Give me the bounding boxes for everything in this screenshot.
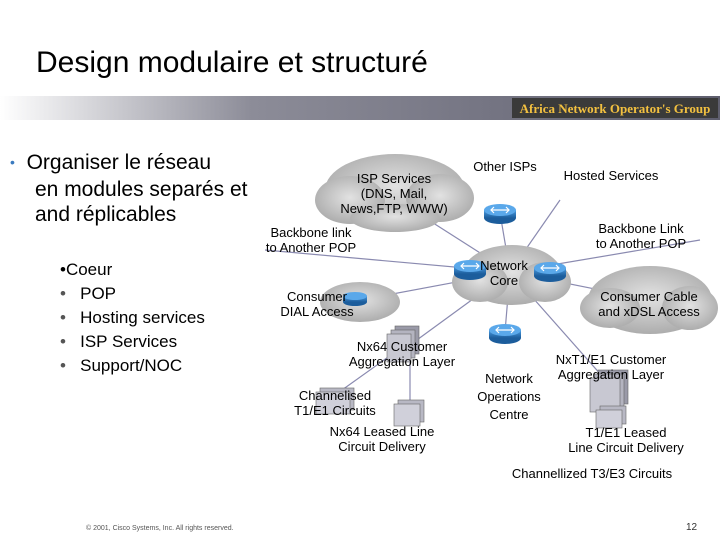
main-bullet: • Organiser le réseau en modules separés…	[10, 151, 248, 226]
label-consumer-cable: Consumer Cable and xDSL Access	[598, 289, 700, 319]
title-band: Africa Network Operator's Group	[0, 96, 720, 120]
label-consumer-dial: Consumer DIAL Access	[280, 289, 354, 319]
sub-list: •Coeur • POP • Hosting services • ISP Se…	[60, 260, 205, 375]
cloud-network-core	[452, 245, 571, 305]
cloud-consumer-cable	[580, 266, 718, 334]
label-hosted-services: Hosted Services	[563, 168, 659, 183]
sub-item: Support/NOC	[80, 356, 183, 375]
label-nx64-leased: Nx64 Leased Line Circuit Delivery	[329, 424, 435, 454]
router-noc-icon	[489, 324, 521, 344]
page-title: Design modulaire et structuré	[36, 46, 428, 79]
label-backbone-left: Backbone link to Another POP	[265, 225, 357, 255]
sub-item: ISP Services	[80, 332, 178, 351]
t1-leased-device-icon	[595, 405, 627, 429]
router-other-isps-icon	[484, 204, 516, 224]
sub-item: POP	[80, 284, 117, 303]
label-channellized-t3: Channellized T3/E3 Circuits	[511, 466, 673, 481]
nx64-leased-device-icon	[393, 399, 425, 427]
label-backbone-right: Backbone Link to Another POP	[595, 221, 687, 251]
router-core-right-icon	[534, 262, 566, 282]
label-isp-services: ISP Services (DNS, Mail, News,FTP, WWW)	[340, 171, 448, 216]
label-t1-leased: T1/E1 Leased Line Circuit Delivery	[568, 425, 684, 455]
sub-item: Hosting services	[80, 308, 205, 327]
label-noc: Network Operations Centre	[477, 371, 541, 422]
page-number: 12	[686, 522, 698, 533]
bullet-line: en modules separés et	[35, 178, 248, 201]
bullet-line: and réplicables	[35, 203, 177, 226]
logo: Africa Network Operator's Group	[512, 98, 718, 118]
channelised-device-icon	[315, 387, 355, 415]
sub-item: •Coeur	[60, 260, 113, 279]
logo-text: Africa Network Operator's Group	[520, 101, 711, 116]
label-other-isps: Other ISPs	[473, 159, 537, 174]
nx64-aggregation-icon	[386, 325, 420, 363]
bullet-line: Organiser le réseau	[26, 151, 212, 174]
cloud-isp-services	[315, 154, 474, 232]
copyright: © 2001, Cisco Systems, Inc. All rights r…	[86, 525, 234, 532]
label-network-core: Network Core	[480, 258, 528, 288]
label-nxt1-aggregation: NxT1/E1 Customer Aggregation Layer	[555, 352, 667, 382]
label-channelised: Channelised T1/E1 Circuits	[294, 388, 376, 418]
router-core-icon	[454, 260, 486, 280]
dial-router-icon	[343, 292, 367, 306]
label-nx64-aggregation: Nx64 Customer Aggregation Layer	[348, 339, 456, 369]
